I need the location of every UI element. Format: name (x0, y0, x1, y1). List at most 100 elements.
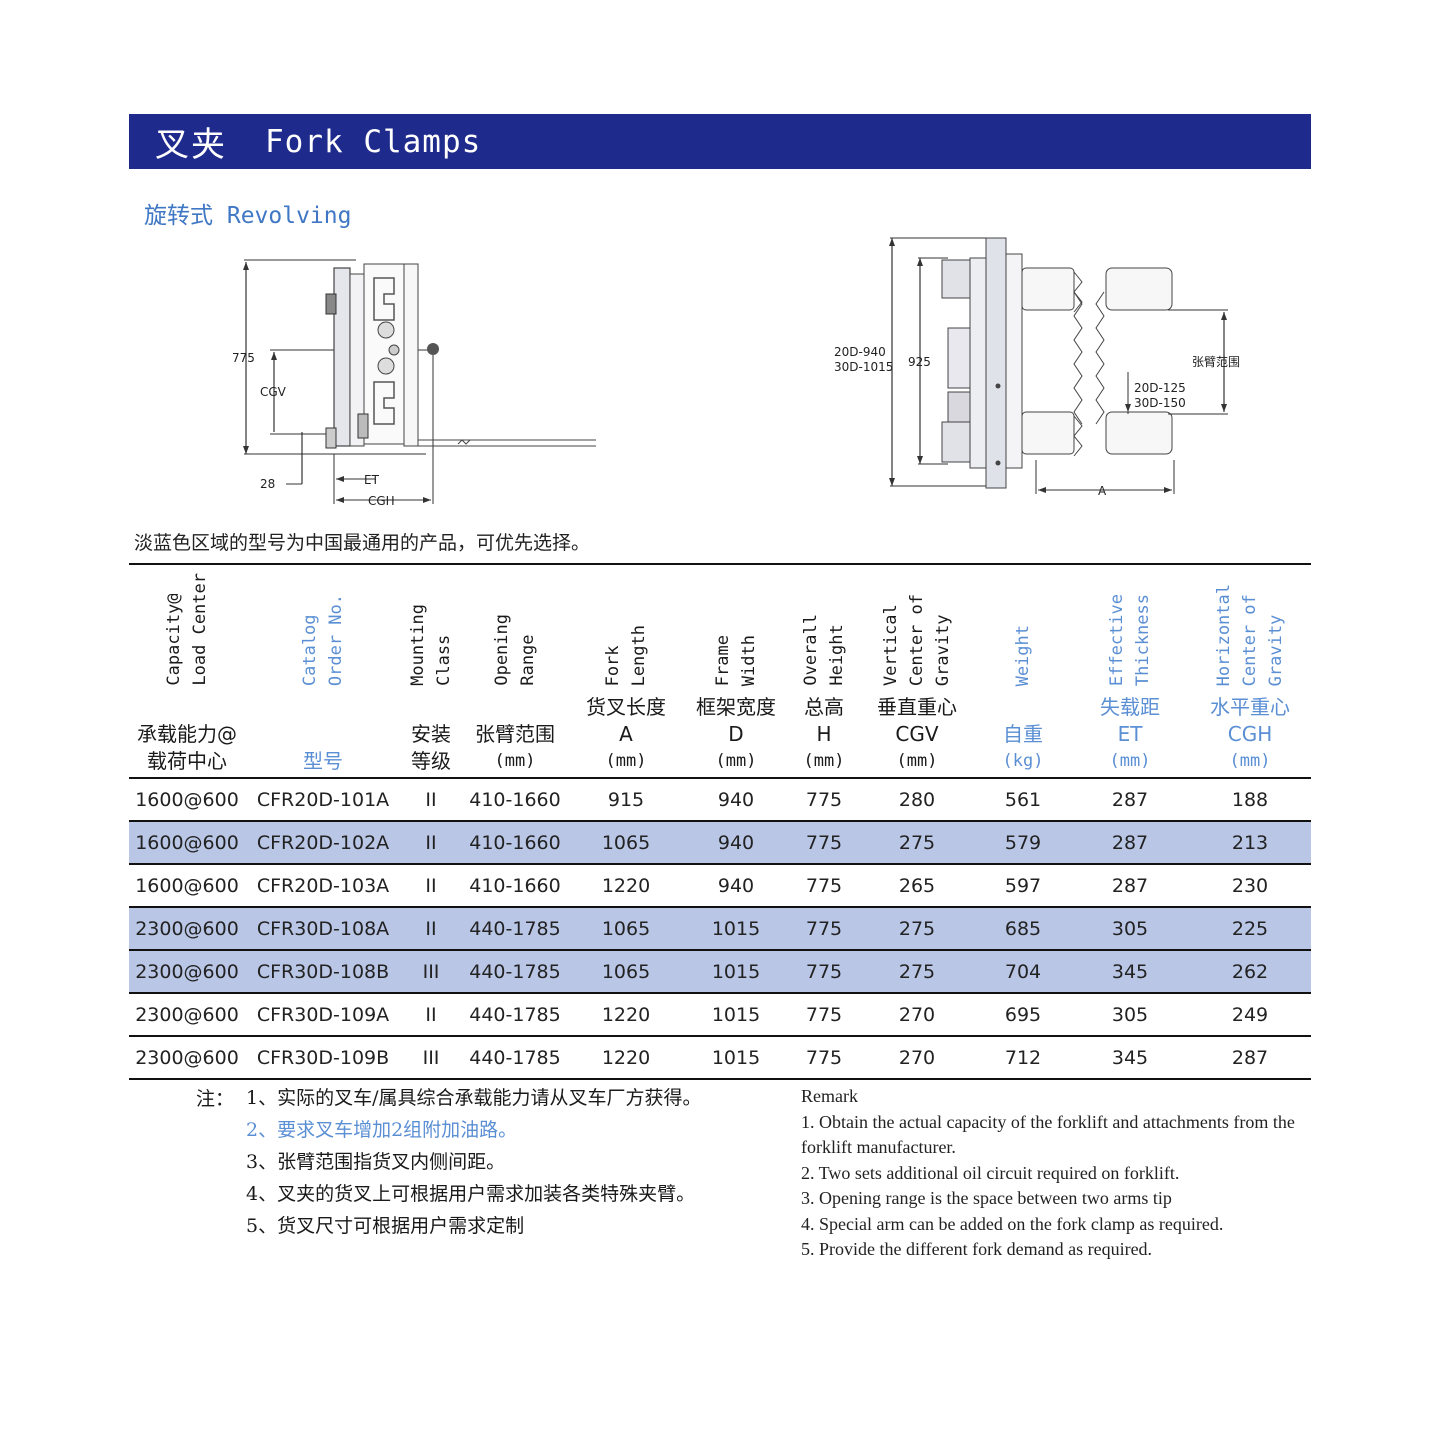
table-cell: 1015 (683, 907, 789, 951)
column-header-zh: 型号 (245, 690, 401, 779)
table-cell: 305 (1071, 907, 1189, 951)
table-cell: 940 (683, 821, 789, 865)
note-item-en: 1. Obtain the actual capacity of the for… (801, 1111, 1295, 1158)
column-unit: (mm) (494, 751, 536, 771)
notes-zh-list: 1、实际的叉车/属具综合承载能力请从叉车厂方获得。2、要求叉车增加2组附加油路。… (246, 1084, 806, 1244)
note-item-zh: 1、实际的叉车/属具综合承载能力请从叉车厂方获得。 (246, 1087, 702, 1109)
column-header-en-text: Horizontal Center of Gravity (1214, 583, 1286, 686)
table-cell: CFR30D-109B (245, 1036, 401, 1080)
column-header-zh: 失载距 ET (mm) (1071, 690, 1189, 779)
height-925-label: 925 (908, 355, 931, 369)
column-header-zh: 自重 (kg) (975, 690, 1071, 779)
column-header-en-text: Overall Height (801, 614, 847, 686)
column-unit: (kg) (1002, 751, 1044, 771)
column-unit: (mm) (715, 751, 757, 771)
table-cell: CFR20D-102A (245, 821, 401, 865)
column-header-en-text: Catalog Order No. (300, 593, 346, 686)
column-header-en-text: Weight (1013, 624, 1033, 686)
table-cell: 1065 (569, 821, 683, 865)
cgh-dim-label: CGH (368, 494, 395, 508)
column-header-zh-text: 货叉长度 A (586, 695, 666, 746)
side-view-diagram: 775 CGV 28 ET CGH (226, 254, 646, 514)
column-header-zh-text: 框架宽度 D (696, 695, 776, 746)
column-header-zh-text: 承载能力@ 载荷中心 (137, 722, 237, 773)
column-header-en: Effective Thickness (1071, 563, 1189, 690)
table-cell: 775 (789, 950, 859, 994)
et-dim-label: ET (364, 473, 380, 487)
notes-english: Remark 1. Obtain the actual capacity of … (801, 1084, 1311, 1263)
table-cell: 695 (975, 993, 1071, 1037)
preferred-models-note: 淡蓝色区域的型号为中国最通用的产品，可优先选择。 (134, 532, 591, 554)
column-unit: (mm) (896, 751, 938, 771)
column-unit: (mm) (1109, 751, 1151, 771)
column-header-en-text: Fork Length (603, 624, 649, 686)
table-cell: 270 (859, 1036, 975, 1080)
table-cell: 213 (1189, 821, 1311, 865)
table-cell: 410-1660 (461, 864, 569, 908)
table-cell: 1600@600 (129, 778, 245, 822)
table-cell: 410-1660 (461, 778, 569, 822)
table-cell: 1015 (683, 1036, 789, 1080)
table-cell: 440-1785 (461, 1036, 569, 1080)
note-item-en: 2. Two sets additional oil circuit requi… (801, 1162, 1180, 1183)
table-cell: 275 (859, 907, 975, 951)
column-header-en-text: Effective Thickness (1107, 593, 1153, 686)
min-20d-label: 20D-125 (1134, 381, 1186, 395)
cgv-dim-label: CGV (260, 385, 287, 399)
table-cell: CFR20D-103A (245, 864, 401, 908)
table-cell: 1015 (683, 950, 789, 994)
column-header-zh: 框架宽度 D (mm) (683, 690, 789, 779)
table-cell: 1065 (569, 950, 683, 994)
table-cell: 265 (859, 864, 975, 908)
table-cell: 345 (1071, 1036, 1189, 1080)
table-cell: 775 (789, 907, 859, 951)
column-unit: (mm) (803, 751, 845, 771)
table-cell: 275 (859, 950, 975, 994)
column-header-zh: 承载能力@ 载荷中心 (129, 690, 245, 779)
column-unit: (mm) (1229, 751, 1271, 771)
min-30d-label: 30D-150 (1134, 396, 1186, 410)
note-item-en: 3. Opening range is the space between tw… (801, 1188, 1172, 1208)
table-cell: 275 (859, 821, 975, 865)
table-cell: 1065 (569, 907, 683, 951)
remark-title: Remark (801, 1086, 858, 1106)
a-dim-label: A (1098, 484, 1107, 498)
table-cell: 2300@600 (129, 1036, 245, 1080)
column-header-zh-text: 自重 (1003, 722, 1043, 746)
table-cell: 270 (859, 993, 975, 1037)
table-cell: 440-1785 (461, 993, 569, 1037)
table-cell: 1220 (569, 864, 683, 908)
column-header-zh: 水平重心 CGH (mm) (1189, 690, 1311, 779)
column-header-zh-text: 失载距 ET (1100, 695, 1160, 746)
column-header-zh-text: 安装 等级 (411, 722, 451, 773)
table-cell: 579 (975, 821, 1071, 865)
header-row-chinese: 承载能力@ 载荷中心型号安装 等级张臂范围(mm)货叉长度 A(mm)框架宽度 … (129, 690, 1311, 779)
table-cell: 440-1785 (461, 950, 569, 994)
table-cell: CFR30D-108B (245, 950, 401, 994)
table-cell: 230 (1189, 864, 1311, 908)
table-cell: 915 (569, 778, 683, 822)
table-cell: 225 (1189, 907, 1311, 951)
bottom-dim-label: 28 (260, 477, 275, 491)
table-cell: 685 (975, 907, 1071, 951)
table-cell: 287 (1071, 778, 1189, 822)
column-header-zh: 总高 H(mm) (789, 690, 859, 779)
table-cell: 940 (683, 864, 789, 908)
column-header-en: Weight (975, 563, 1071, 690)
table-cell: 2300@600 (129, 907, 245, 951)
table-cell: II (401, 907, 461, 951)
column-header-zh-text: 水平重心 CGH (1210, 695, 1290, 746)
table-cell: 775 (789, 821, 859, 865)
table-cell: 2300@600 (129, 950, 245, 994)
notes-label: 注： (196, 1088, 235, 1110)
table-cell: 262 (1189, 950, 1311, 994)
table-cell: 561 (975, 778, 1071, 822)
column-unit: (mm) (605, 751, 647, 771)
column-header-zh-text: 型号 (303, 749, 343, 773)
